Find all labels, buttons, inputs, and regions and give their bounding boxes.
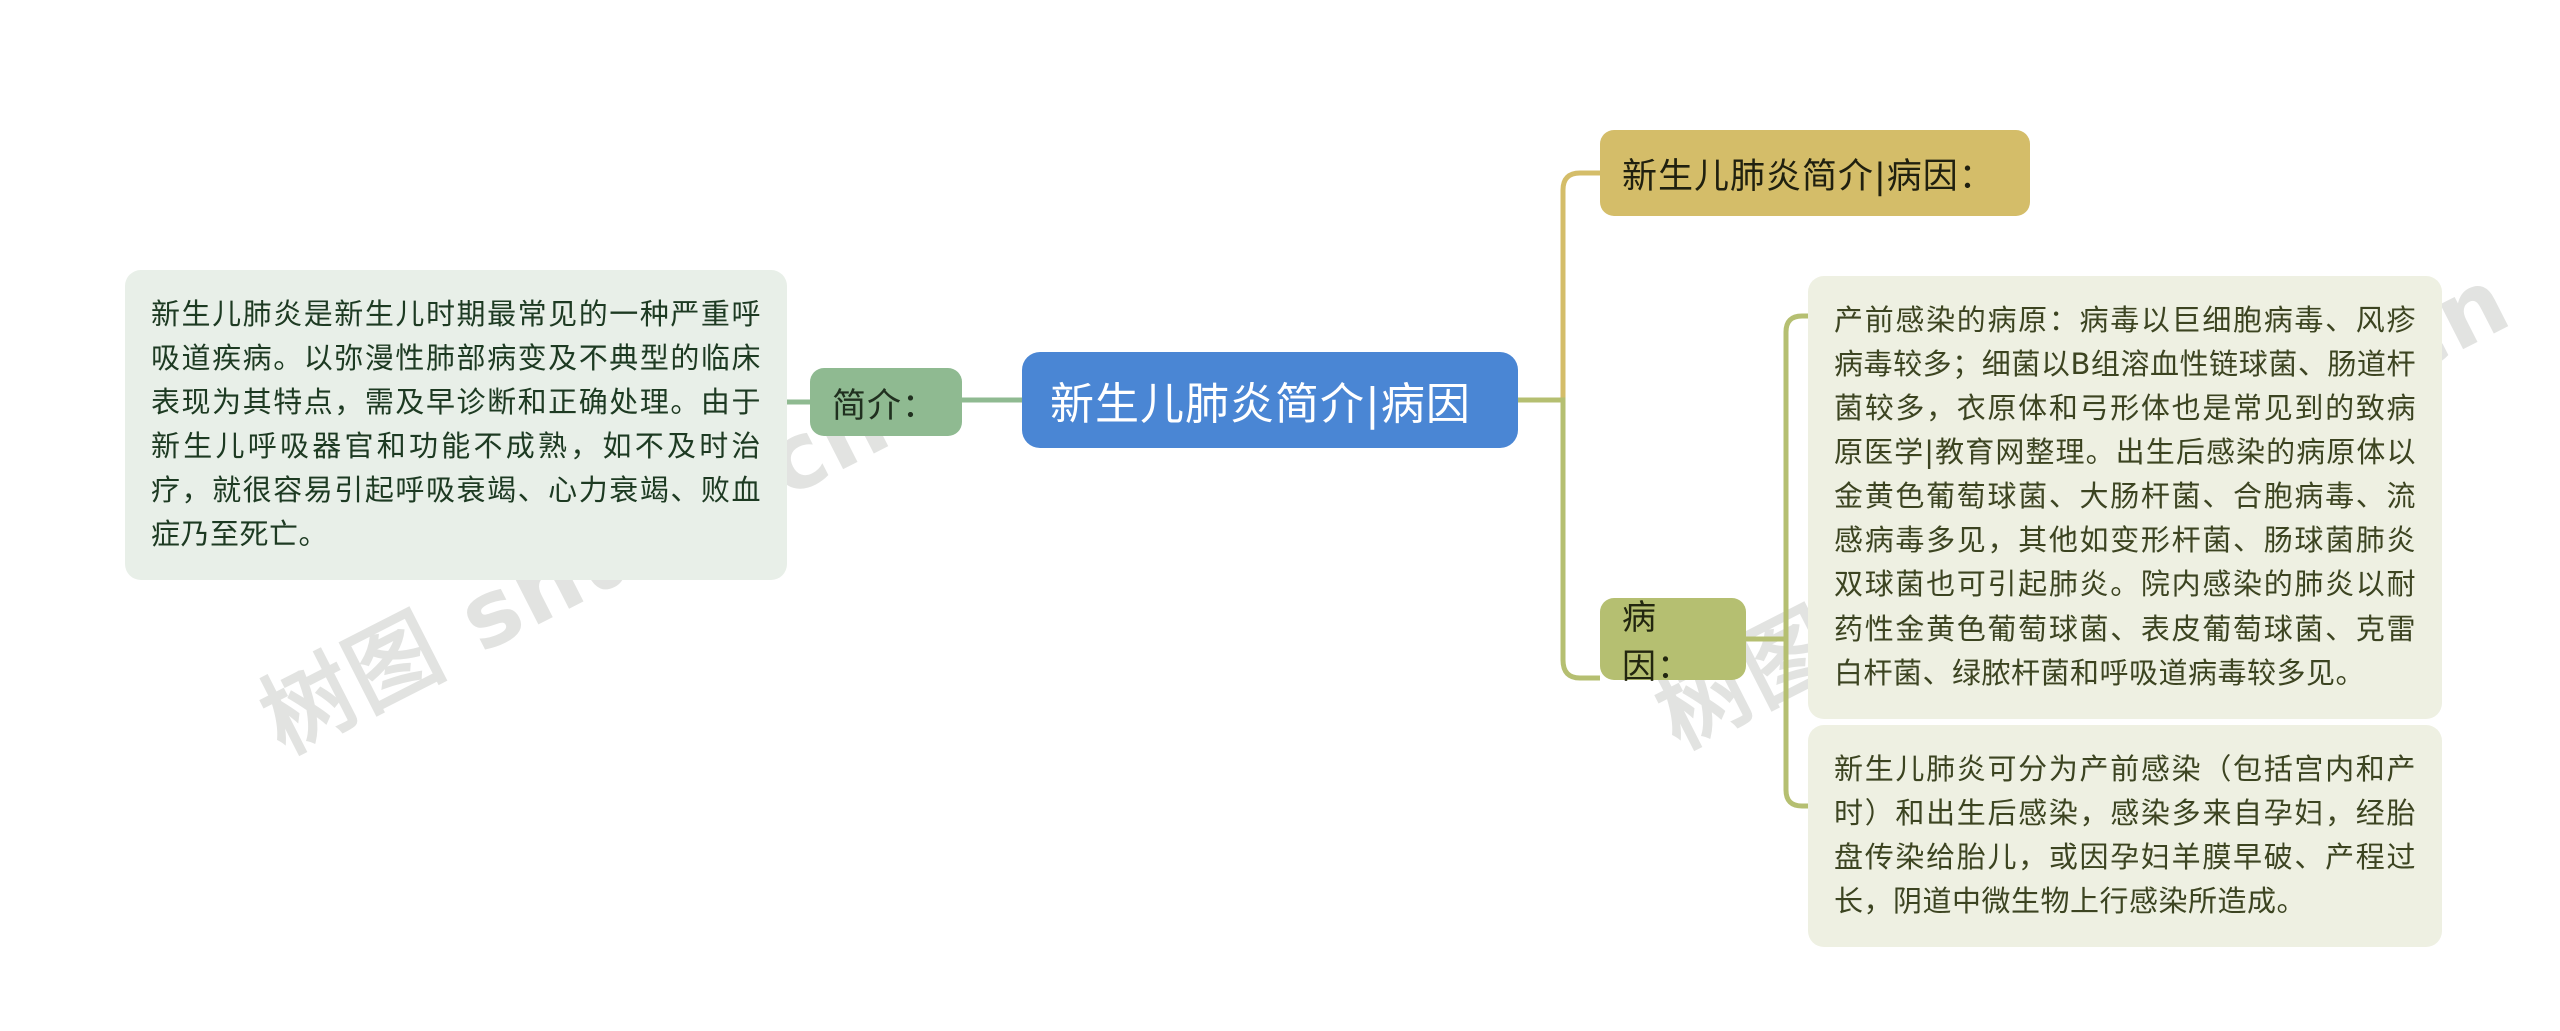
root-node[interactable]: 新生儿肺炎简介|病因 [1022, 352, 1518, 448]
branch-node-bingyin[interactable]: 病因： [1600, 598, 1746, 687]
leaf-node-pathogen-text[interactable]: 产前感染的病原：病毒以巨细胞病毒、风疹病毒较多；细菌以B组溶血性链球菌、肠道杆菌… [1808, 276, 2442, 719]
connector-root-to-gold [1545, 170, 1600, 403]
connector-root-to-bingyin [1545, 397, 1600, 681]
branch-node-jianjie[interactable]: 简介： [810, 368, 962, 436]
leaf-node-infection-route-text[interactable]: 新生儿肺炎可分为产前感染（包括宫内和产时）和出生后感染，感染多来自孕妇，经胎盘传… [1808, 725, 2442, 948]
branch-node-bingyin-label: 病因： [1622, 598, 1692, 687]
branch-node-title-label: 新生儿肺炎简介|病因： [1622, 156, 1995, 197]
branch-node-title[interactable]: 新生儿肺炎简介|病因： [1600, 130, 2030, 216]
root-node-label: 新生儿肺炎简介|病因 [1050, 379, 1471, 430]
branch-node-jianjie-label: 简介： [832, 385, 937, 426]
leaf-node-intro-text[interactable]: 新生儿肺炎是新生儿时期最常见的一种严重呼吸道疾病。以弥漫性肺部病变及不典型的临床… [125, 270, 787, 581]
connector-bingyin-to-right-bottom [1768, 636, 1808, 809]
connector-bingyin-to-right-top [1768, 313, 1808, 642]
